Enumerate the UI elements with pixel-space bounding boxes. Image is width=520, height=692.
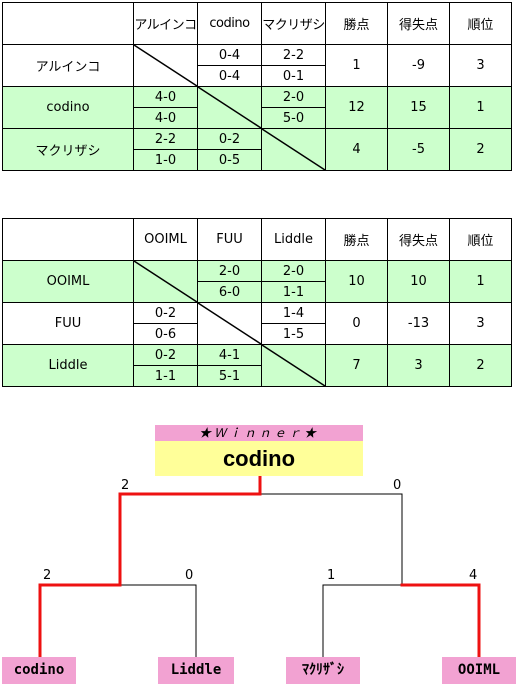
winner-name: codino <box>155 441 363 476</box>
team-tag-liddle: Liddle <box>158 657 234 684</box>
team-tag-codino: codino <box>2 657 76 684</box>
goal-diff-cell: -5 <box>387 128 450 171</box>
column-header: FUU <box>197 218 262 261</box>
score-cell: 4-0 <box>133 86 198 108</box>
team-name: マクリザシ <box>2 128 134 171</box>
rank-cell: 2 <box>449 344 512 387</box>
column-header-rank: 順位 <box>449 2 512 45</box>
points-cell: 7 <box>325 344 388 387</box>
points-cell: 12 <box>325 86 388 129</box>
corner-cell <box>2 218 134 261</box>
rank-cell: 3 <box>449 44 512 87</box>
diagonal-cell <box>133 260 198 303</box>
final-score-right: 0 <box>393 478 402 493</box>
points-cell: 10 <box>325 260 388 303</box>
diagonal-cell <box>261 128 326 171</box>
semi-score-makurizashi: 1 <box>327 568 336 583</box>
column-header-rank: 順位 <box>449 218 512 261</box>
diagonal-cell <box>261 344 326 387</box>
goal-diff-cell: 3 <box>387 344 450 387</box>
goal-diff-cell: -9 <box>387 44 450 87</box>
score-cell: 0-4 <box>197 44 262 66</box>
semi-score-liddle: 0 <box>185 568 194 583</box>
bracket-line-liddle <box>119 584 197 658</box>
team-name: codino <box>2 86 134 129</box>
bracket-line-ooiml <box>400 583 481 659</box>
score-cell: 0-4 <box>197 65 262 87</box>
score-cell: 0-5 <box>197 149 262 171</box>
score-cell: 0-2 <box>197 128 262 150</box>
league-table-2: OOIML FUU Liddle 勝点 得失点 順位 OOIML 2-0 2-0… <box>2 218 512 387</box>
team-tag-makurizashi: ﾏｸﾘｻﾞｼ <box>286 657 360 684</box>
team-tag-ooiml: OOIML <box>442 657 516 684</box>
column-header: OOIML <box>133 218 198 261</box>
score-cell: 4-1 <box>197 344 262 366</box>
column-header-points: 勝点 <box>325 218 388 261</box>
semi-score-ooiml: 4 <box>469 568 478 583</box>
score-cell: 1-5 <box>261 323 326 345</box>
rank-cell: 1 <box>449 86 512 129</box>
diagonal-cell <box>133 44 198 87</box>
team-name: アルインコ <box>2 44 134 87</box>
team-name: OOIML <box>2 260 134 303</box>
score-cell: 0-6 <box>133 323 198 345</box>
bracket-line-codino <box>38 474 262 659</box>
team-name: FUU <box>2 302 134 345</box>
goal-diff-cell: -13 <box>387 302 450 345</box>
score-cell: 1-4 <box>261 302 326 324</box>
diagonal-cell <box>197 302 262 345</box>
winner-label: ★Ｗｉｎｎｅｒ★ <box>155 425 363 441</box>
final-score-left: 2 <box>121 478 130 493</box>
semi-score-codino: 2 <box>43 568 52 583</box>
score-cell: 2-0 <box>197 260 262 282</box>
winner-box: ★Ｗｉｎｎｅｒ★ codino <box>155 425 363 476</box>
score-cell: 1-1 <box>133 365 198 387</box>
rank-cell: 2 <box>449 128 512 171</box>
column-header: Liddle <box>261 218 326 261</box>
goal-diff-cell: 10 <box>387 260 450 303</box>
bracket-line-makurizashi <box>322 584 403 658</box>
league-table-1: アルインコ codino マクリザシ 勝点 得失点 順位 アルインコ 0-4 2… <box>2 2 512 171</box>
score-cell: 5-0 <box>261 107 326 129</box>
points-cell: 4 <box>325 128 388 171</box>
team-name: Liddle <box>2 344 134 387</box>
bracket-line-final-right <box>259 493 403 586</box>
score-cell: 0-1 <box>261 65 326 87</box>
rank-cell: 3 <box>449 302 512 345</box>
rank-cell: 1 <box>449 260 512 303</box>
points-cell: 0 <box>325 302 388 345</box>
corner-cell <box>2 2 134 45</box>
score-cell: 6-0 <box>197 281 262 303</box>
column-header: codino <box>197 2 262 45</box>
score-cell: 2-2 <box>133 128 198 150</box>
diagonal-cell <box>197 86 262 129</box>
